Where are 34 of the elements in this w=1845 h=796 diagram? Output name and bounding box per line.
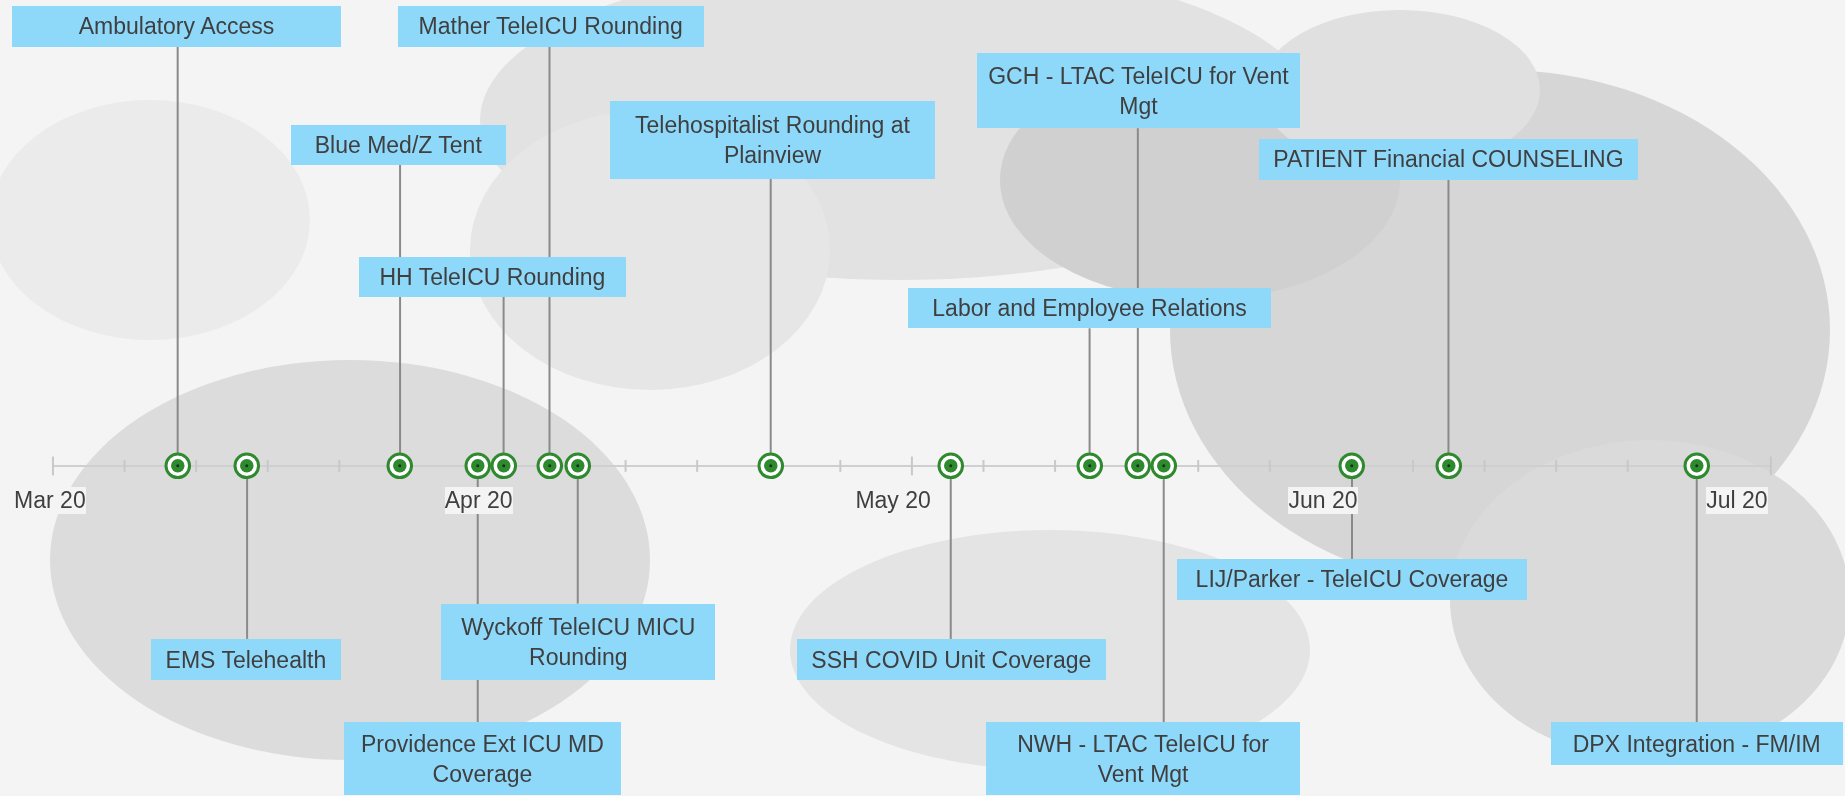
- event-label: SSH COVID Unit Coverage: [796, 638, 1107, 681]
- date-label: Jul 20: [1706, 487, 1768, 515]
- milestone-marker: [233, 452, 261, 480]
- milestone-marker: [489, 452, 518, 480]
- event-label: Mather TeleICU Rounding: [397, 5, 704, 48]
- event-label: LIJ/Parker - TeleICU Coverage: [1176, 558, 1528, 601]
- event-label: Ambulatory Access: [11, 5, 342, 48]
- event-label: HH TeleICU Rounding: [358, 256, 626, 297]
- event-label: Providence Ext ICU MD Coverage: [343, 722, 622, 796]
- event-label: Telehospitalist Rounding at Plainview: [609, 101, 936, 179]
- milestone-marker: [386, 452, 414, 480]
- event-label: Wyckoff TeleICU MICU Rounding: [441, 603, 716, 681]
- milestone-marker: [1149, 452, 1178, 480]
- milestone-marker: [1075, 452, 1104, 480]
- milestone-marker: [756, 452, 785, 480]
- date-label: Apr 20: [444, 487, 513, 515]
- milestone-marker: [936, 452, 965, 480]
- milestone-marker: [563, 452, 592, 480]
- event-label: PATIENT Financial COUNSELING: [1259, 138, 1638, 180]
- milestone-marker: [1338, 452, 1366, 480]
- event-label: EMS Telehealth: [150, 638, 342, 681]
- event-label: DPX Integration - FM/IM: [1550, 722, 1843, 765]
- event-label: Labor and Employee Relations: [908, 288, 1271, 329]
- milestone-marker: [1124, 452, 1152, 480]
- event-label: NWH - LTAC TeleICU for Vent Mgt: [986, 722, 1301, 796]
- event-label: GCH - LTAC TeleICU for Vent Mgt: [976, 52, 1301, 129]
- milestone-marker: [463, 452, 492, 480]
- milestone-marker: [1434, 452, 1463, 480]
- date-label: Mar 20: [14, 487, 86, 515]
- milestone-marker: [535, 452, 564, 480]
- event-label: Blue Med/Z Tent: [290, 124, 506, 165]
- date-label: Jun 20: [1288, 487, 1358, 515]
- milestone-marker: [163, 452, 192, 480]
- milestone-marker: [1682, 452, 1711, 480]
